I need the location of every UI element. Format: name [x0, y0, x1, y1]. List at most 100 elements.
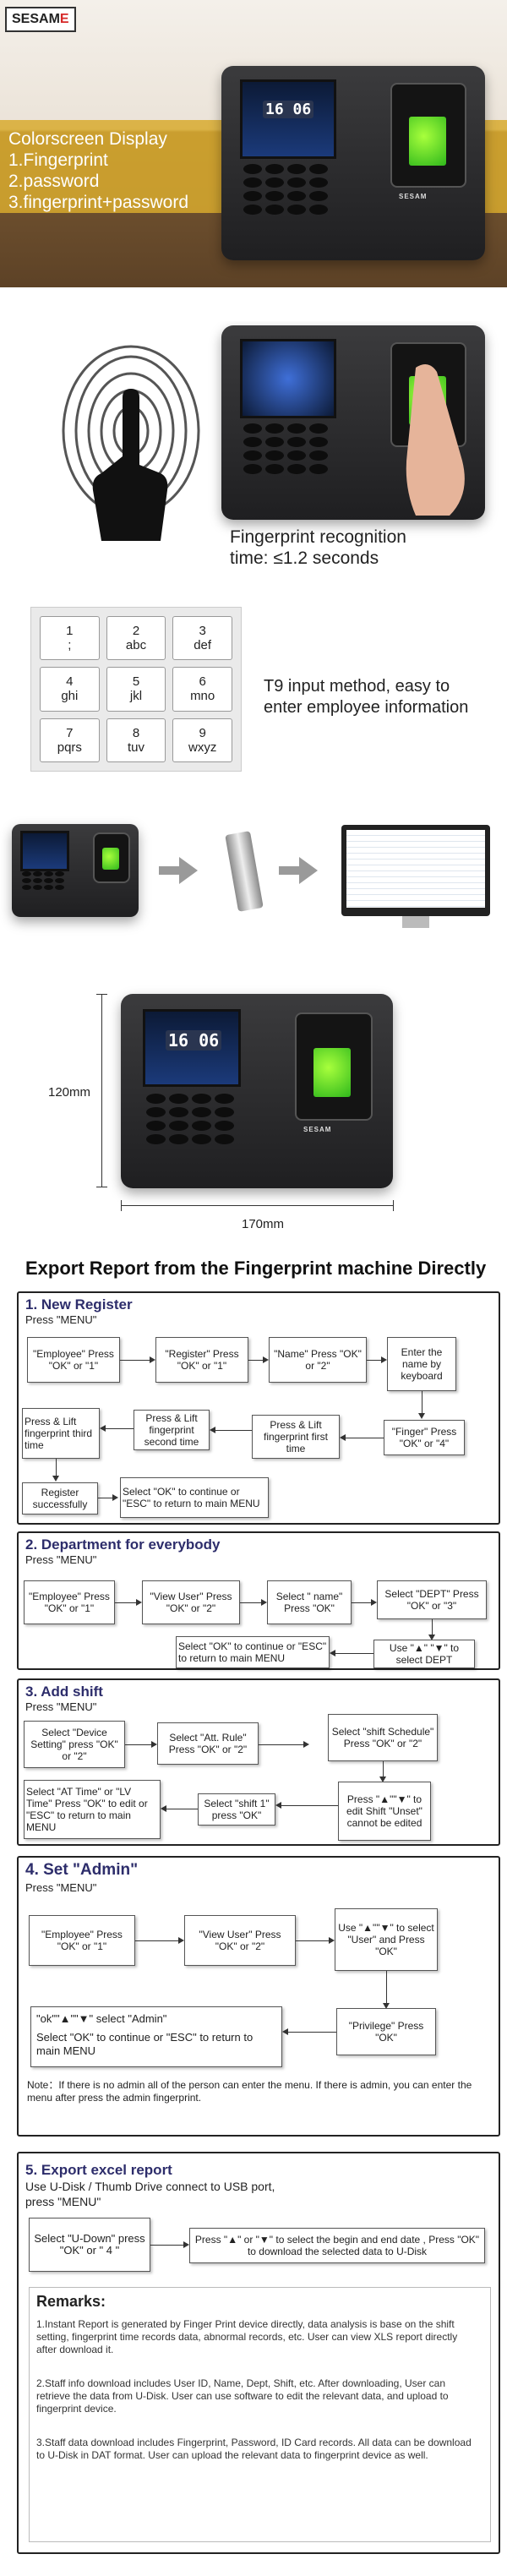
export-section-title: Export Report from the Fingerprint machi…	[25, 1258, 487, 1279]
device-screen: 16 06	[143, 1009, 241, 1087]
device-screen: 16 06	[240, 79, 336, 159]
device-keypad	[243, 423, 328, 474]
panel-title: 1. New Register	[25, 1296, 133, 1313]
panel-title: 2. Department for everybody	[25, 1536, 221, 1553]
step-box: Press "▲""▼" to edit Shift "Unset" canno…	[338, 1782, 431, 1841]
fingerprint-sensor	[102, 848, 119, 870]
hero-section: SESAME Colorscreen Display 1.Fingerprint…	[0, 0, 507, 287]
step-box: "Employee" Press "OK" or "1"	[24, 1580, 115, 1624]
fingerprint-sensor-frame	[93, 832, 130, 883]
step-box: Select "Device Setting" press "OK" or "2…	[24, 1721, 125, 1768]
height-dimension-label: 120mm	[48, 1085, 91, 1100]
device-image: 16 06 SESAM	[221, 66, 485, 260]
step-box: Press "▲" or "▼" to select the begin and…	[189, 2228, 485, 2263]
remark-item: 3.Staff data download includes Fingerpri…	[36, 2437, 472, 2461]
step-box: Select "U-Down" press "OK" or " 4 "	[29, 2218, 150, 2272]
recognition-line: time: ≤1.2 seconds	[230, 548, 379, 568]
device-clock: 16 06	[263, 101, 314, 118]
width-dimension-line	[121, 1205, 393, 1206]
device-screen	[20, 831, 69, 871]
set-admin-panel: 4. Set "Admin" Press "MENU" "Employee" P…	[17, 1856, 500, 2137]
width-dimension-label: 170mm	[242, 1217, 285, 1231]
step-box: "Name" Press "OK" or "2"	[269, 1337, 367, 1383]
hero-line: Colorscreen Display	[8, 129, 167, 149]
step-box: "ok""▲""▼" select "Admin" Select "OK" to…	[30, 2006, 282, 2067]
fingerprint-hand-icon	[62, 345, 200, 541]
export-excel-panel: 5. Export excel report Use U-Disk / Thum…	[17, 2152, 500, 2554]
arrow-right-icon	[279, 866, 301, 875]
step-box: "Privilege" Press "OK"	[336, 2008, 436, 2055]
fingerprint-sensor-frame	[295, 1012, 373, 1121]
hero-line: 3.fingerprint+password	[8, 193, 189, 212]
device-clock: 16 06	[166, 1030, 222, 1051]
arrow-right-icon	[299, 857, 318, 884]
step-box: "Finger" Press "OK" or "4"	[384, 1420, 465, 1455]
t9-key: 1;	[40, 616, 100, 661]
step-box: Select "shift 1" press "OK"	[198, 1793, 275, 1826]
panel-press-menu: Press "MENU"	[25, 1881, 97, 1894]
device-keypad	[22, 871, 64, 890]
step-box: "Employee" Press "OK" or "1"	[29, 1915, 135, 1966]
remark-item: 1.Instant Report is generated by Finger …	[36, 2318, 458, 2355]
step-box: Select "AT Time" or "LV Time" Press "OK"…	[24, 1780, 161, 1839]
panel-title: 4. Set "Admin"	[25, 1861, 139, 1879]
fingerprint-sensor	[313, 1048, 351, 1097]
panel-press-menu: Press "MENU"	[25, 1700, 97, 1713]
computer-monitor-icon	[341, 825, 490, 928]
usb-drive-icon	[225, 831, 264, 912]
arrow-right-icon	[159, 866, 181, 875]
panel-title: 5. Export excel report	[25, 2162, 172, 2178]
recognition-caption: Fingerprint recognition time: ≤1.2 secon…	[230, 527, 406, 569]
step-box: Press & Lift fingerprint second time	[134, 1410, 210, 1450]
usb-instructions: Use U-Disk / Thumb Drive connect to USB …	[25, 2180, 275, 2208]
step-box: Select "DEPT" Press "OK" or "3"	[377, 1580, 487, 1619]
arrow-right-icon	[179, 857, 198, 884]
step-box: "Register" Press "OK" or "1"	[155, 1337, 248, 1383]
step-box: Enter the name by keyboard	[387, 1337, 456, 1391]
height-dimension-line	[101, 994, 102, 1187]
fingerprint-sensor-frame	[390, 83, 466, 188]
step-box: Press & Lift fingerprint first time	[252, 1415, 340, 1459]
hero-feature-list: Colorscreen Display 1.Fingerprint 2.pass…	[8, 128, 188, 213]
fingerprint-sensor	[409, 117, 446, 166]
remarks-title: Remarks:	[36, 2293, 106, 2310]
step-box: Select "Att. Rule" Press "OK" or "2"	[157, 1722, 259, 1765]
recognition-line: Fingerprint recognition	[230, 527, 406, 547]
add-shift-panel: 3. Add shift Press "MENU" Select "Device…	[17, 1678, 500, 1846]
device-small-image	[12, 824, 139, 917]
panel-title: 3. Add shift	[25, 1684, 103, 1700]
remarks-box: Remarks: 1.Instant Report is generated b…	[29, 2287, 491, 2542]
device-brand-label: SESAM	[399, 193, 428, 200]
hero-line: 2.password	[8, 172, 100, 191]
step-box: "View User" Press "OK" or "2"	[184, 1915, 296, 1966]
recognition-section: Fingerprint recognition time: ≤1.2 secon…	[0, 321, 507, 575]
new-register-panel: 1. New Register Press "MENU" "Employee" …	[17, 1291, 500, 1525]
step-box: Use "▲" "▼" to select DEPT	[373, 1640, 475, 1668]
t9-caption: T9 input method, easy to enter employee …	[264, 677, 469, 717]
panel-press-menu: Press "MENU"	[25, 1553, 97, 1566]
panel-press-menu: Press "MENU"	[25, 1313, 97, 1326]
device-screen	[240, 339, 336, 418]
step-box: Use "▲""▼" to select "User" and Press "O…	[335, 1908, 438, 1971]
device-with-finger-image	[221, 325, 485, 520]
finger-icon	[406, 364, 465, 516]
brand-logo: SESAME	[5, 7, 76, 32]
remark-item: 2.Staff info download includes User ID, …	[36, 2377, 449, 2415]
device-keypad	[146, 1094, 234, 1144]
step-box: Select "shift Schedule" Press "OK" or "2…	[328, 1714, 438, 1761]
step-box: "View User" Press "OK" or "2"	[142, 1580, 240, 1624]
hero-line: 1.Fingerprint	[8, 150, 108, 170]
step-box: Register successfully	[22, 1482, 98, 1514]
admin-note: Note：If there is no admin all of the per…	[27, 2079, 472, 2104]
step-box: "Employee" Press "OK" or "1"	[27, 1337, 120, 1383]
device-dimension-image: 16 06 SESAM	[121, 994, 393, 1188]
step-box: Press & Lift fingerprint third time	[22, 1408, 100, 1459]
department-panel: 2. Department for everybody Press "MENU"…	[17, 1531, 500, 1670]
